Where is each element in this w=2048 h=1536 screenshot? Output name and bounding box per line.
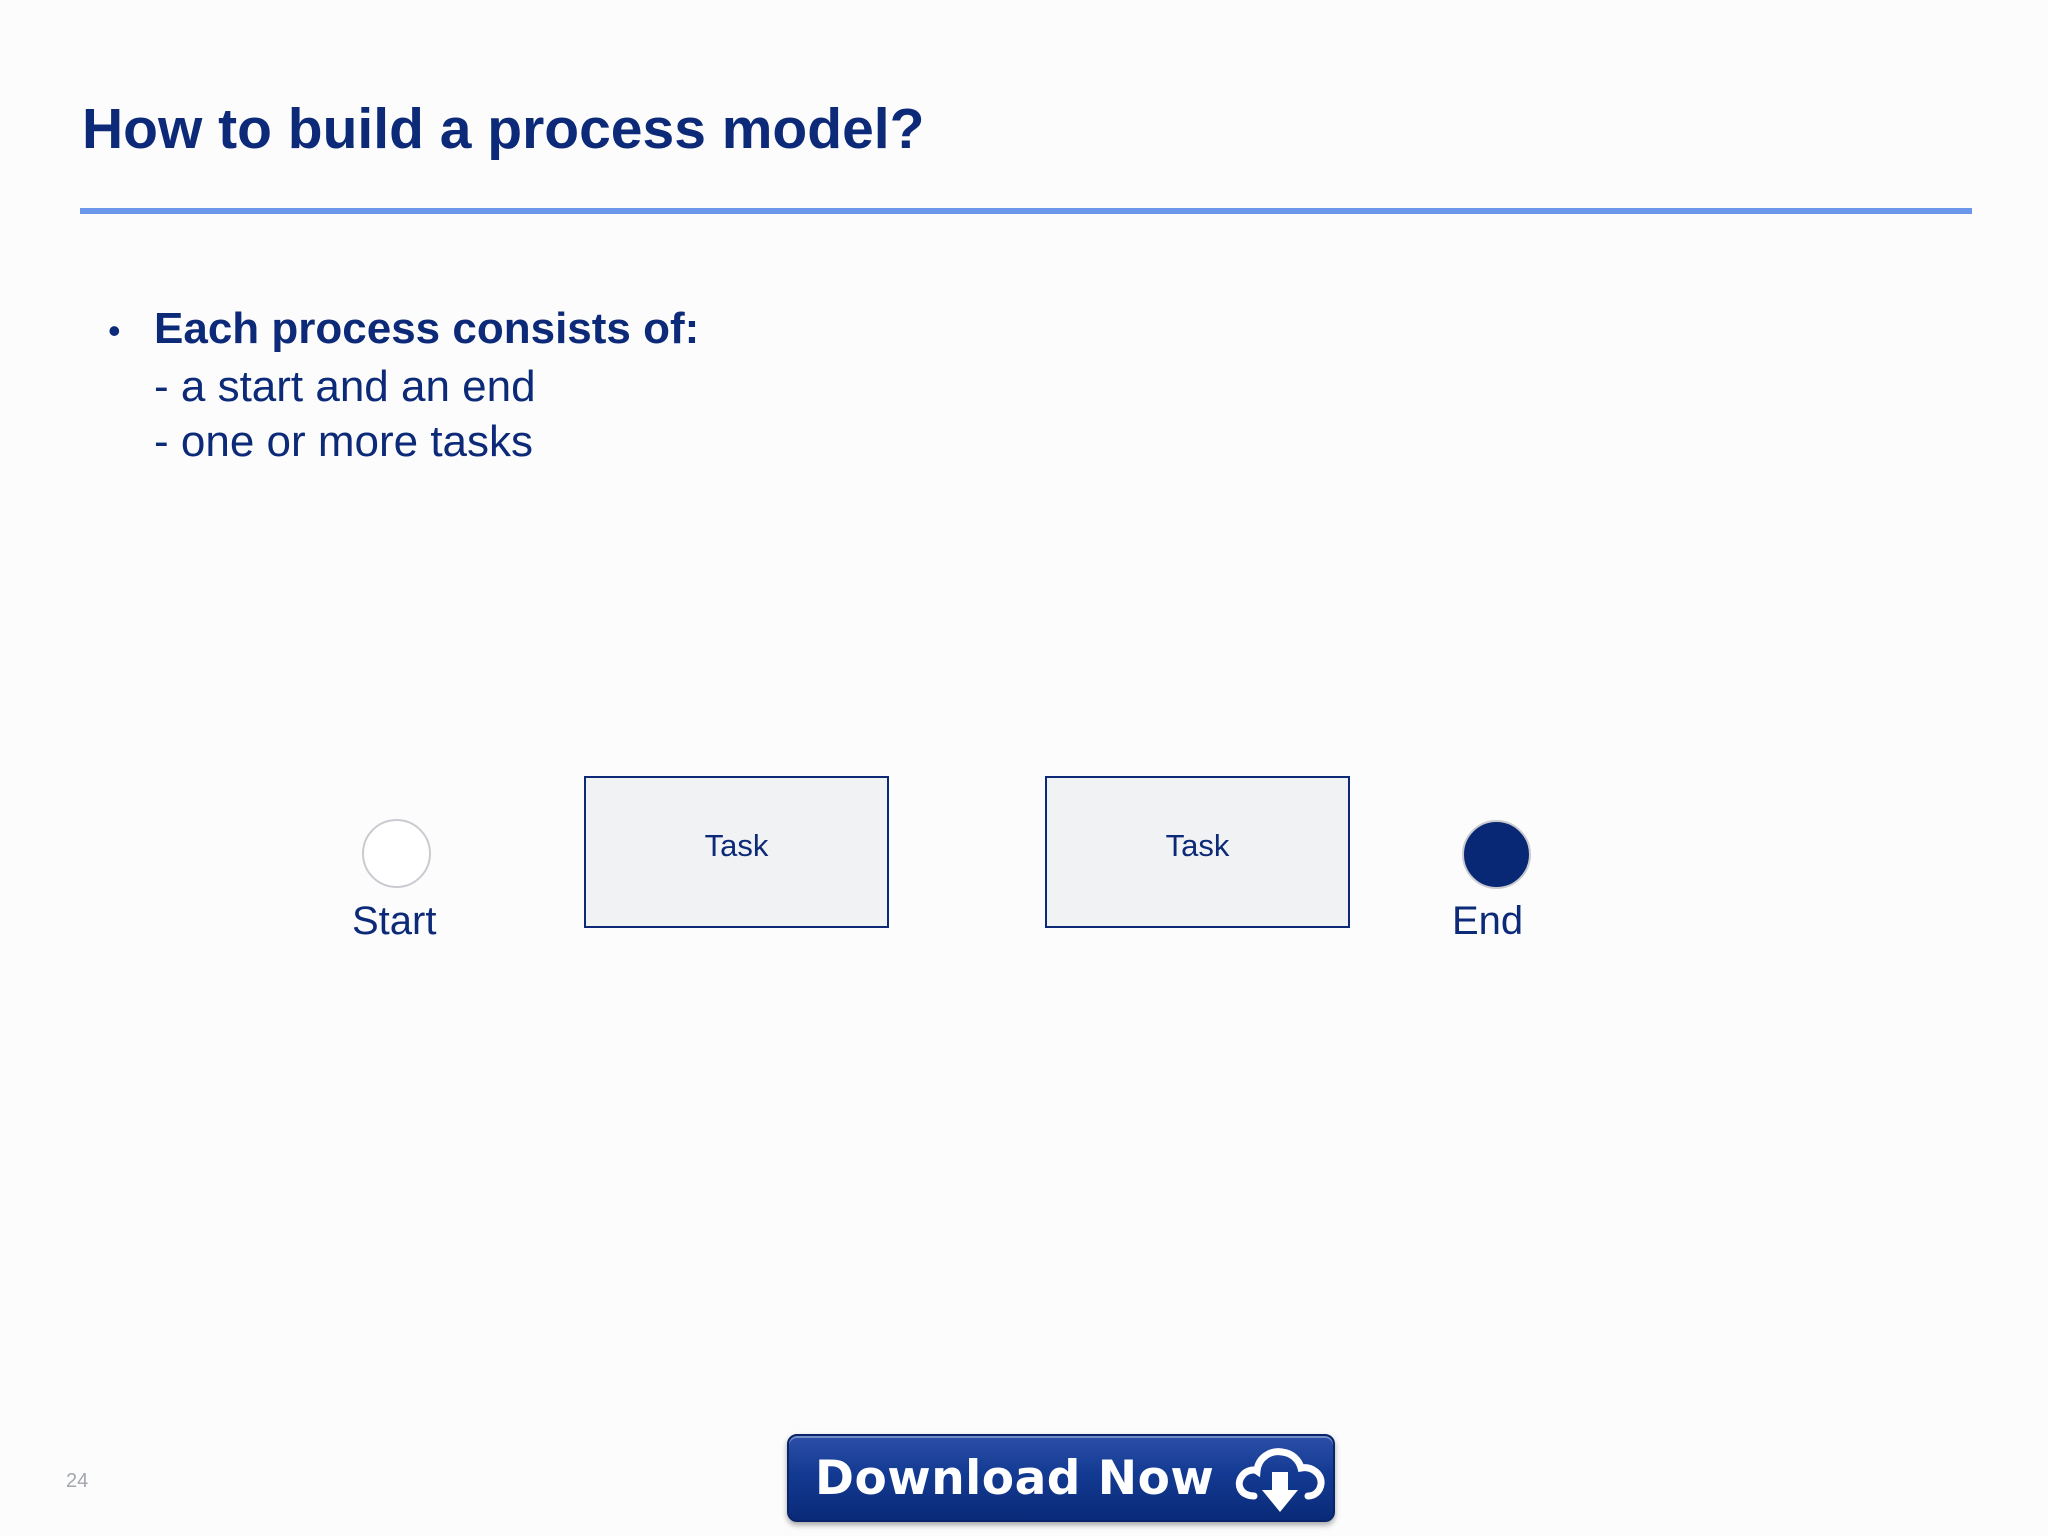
sub-item-tasks: - one or more tasks <box>154 417 534 466</box>
page-number: 24 <box>66 1470 89 1492</box>
slide-title: How to build a process model? <box>82 97 925 161</box>
bullet-list: • Each process consists of: - a start an… <box>108 304 699 469</box>
bullet-dot: • <box>108 310 121 351</box>
download-now-button[interactable]: Download Now <box>787 1434 1335 1522</box>
sub-item-start-end: - a start and an end <box>154 362 536 411</box>
download-button-label: Download Now <box>815 1450 1215 1506</box>
start-event-circle <box>362 819 431 888</box>
end-event-circle <box>1462 820 1531 889</box>
title-divider <box>80 208 1972 214</box>
task-box-2: Task <box>1045 776 1350 928</box>
task-label-2: Task <box>1165 828 1230 863</box>
task-label-1: Task <box>704 828 769 863</box>
task-box-1: Task <box>584 776 889 928</box>
cloud-download-icon <box>1236 1448 1325 1512</box>
bullet-item: • Each process consists of: <box>108 304 699 359</box>
end-event-label: End <box>1452 899 1524 943</box>
bullet-heading: Each process consists of: <box>154 304 700 353</box>
start-event-label: Start <box>352 899 437 943</box>
